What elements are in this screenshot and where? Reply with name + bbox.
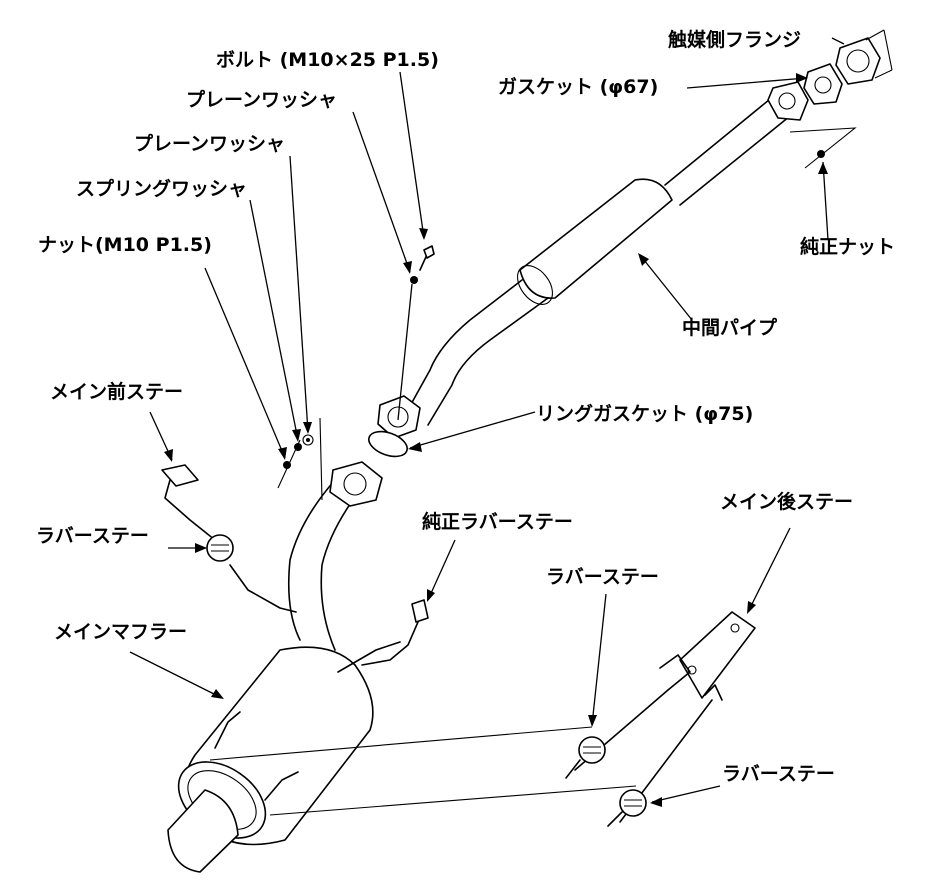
label-plain-washer-2: プレーンワッシャ (134, 132, 285, 155)
rubber-stay-mid (565, 736, 606, 779)
bolt (397, 245, 435, 421)
main-muffler (167, 461, 401, 873)
label-bolt: ボルト (M10×25 P1.5) (216, 49, 439, 71)
label-catalyst-flange: 触媒側フランジ (668, 28, 801, 51)
rubber-stay-front (206, 534, 234, 562)
label-ring-gasket-75: リングガスケット (φ75) (536, 402, 753, 425)
oem-nut-dot (817, 150, 825, 158)
label-nut: ナット(M10 P1.5) (38, 234, 212, 256)
fastener-stack (277, 417, 323, 501)
gasket-67 (803, 63, 843, 105)
leader-lines (129, 37, 845, 803)
label-main-rear-stay: メイン後ステー (720, 490, 853, 513)
label-oem-nut: 純正ナット (800, 235, 895, 258)
label-rubber-stay-rear: ラバーステー (722, 763, 835, 785)
label-rubber-stay-front: ラバーステー (36, 525, 149, 547)
muffler-hanger-line-lower (269, 785, 637, 816)
label-rubber-stay-mid: ラバーステー (546, 566, 659, 588)
labels: ボルト (M10×25 P1.5) プレーンワッシャ プレーンワッシャ スプリン… (36, 28, 895, 785)
mid-pipe-hanger (789, 127, 857, 169)
catalyst-flange (835, 29, 893, 85)
main-front-stay (161, 464, 297, 613)
muffler-hanger-line-upper (209, 726, 593, 761)
label-mid-pipe: 中間パイプ (682, 316, 778, 339)
label-main-front-stay: メイン前ステー (50, 380, 183, 403)
label-main-muffler: メインマフラー (54, 621, 187, 643)
rubber-stay-rear (607, 789, 647, 827)
mid-pipe (404, 81, 809, 426)
ring-gasket-75 (368, 430, 408, 458)
mid-joint-flange-upper (377, 395, 421, 439)
label-gasket-67: ガスケット (φ67) (498, 76, 658, 98)
label-plain-washer-1: プレーンワッシャ (186, 88, 337, 111)
label-spring-washer: スプリングワッシャ (76, 177, 247, 200)
label-oem-rubber-stay: 純正ラバーステー (422, 510, 573, 533)
main-rear-stay (574, 611, 756, 823)
arrow-heads (164, 73, 828, 807)
oem-rubber-stay (361, 599, 429, 666)
